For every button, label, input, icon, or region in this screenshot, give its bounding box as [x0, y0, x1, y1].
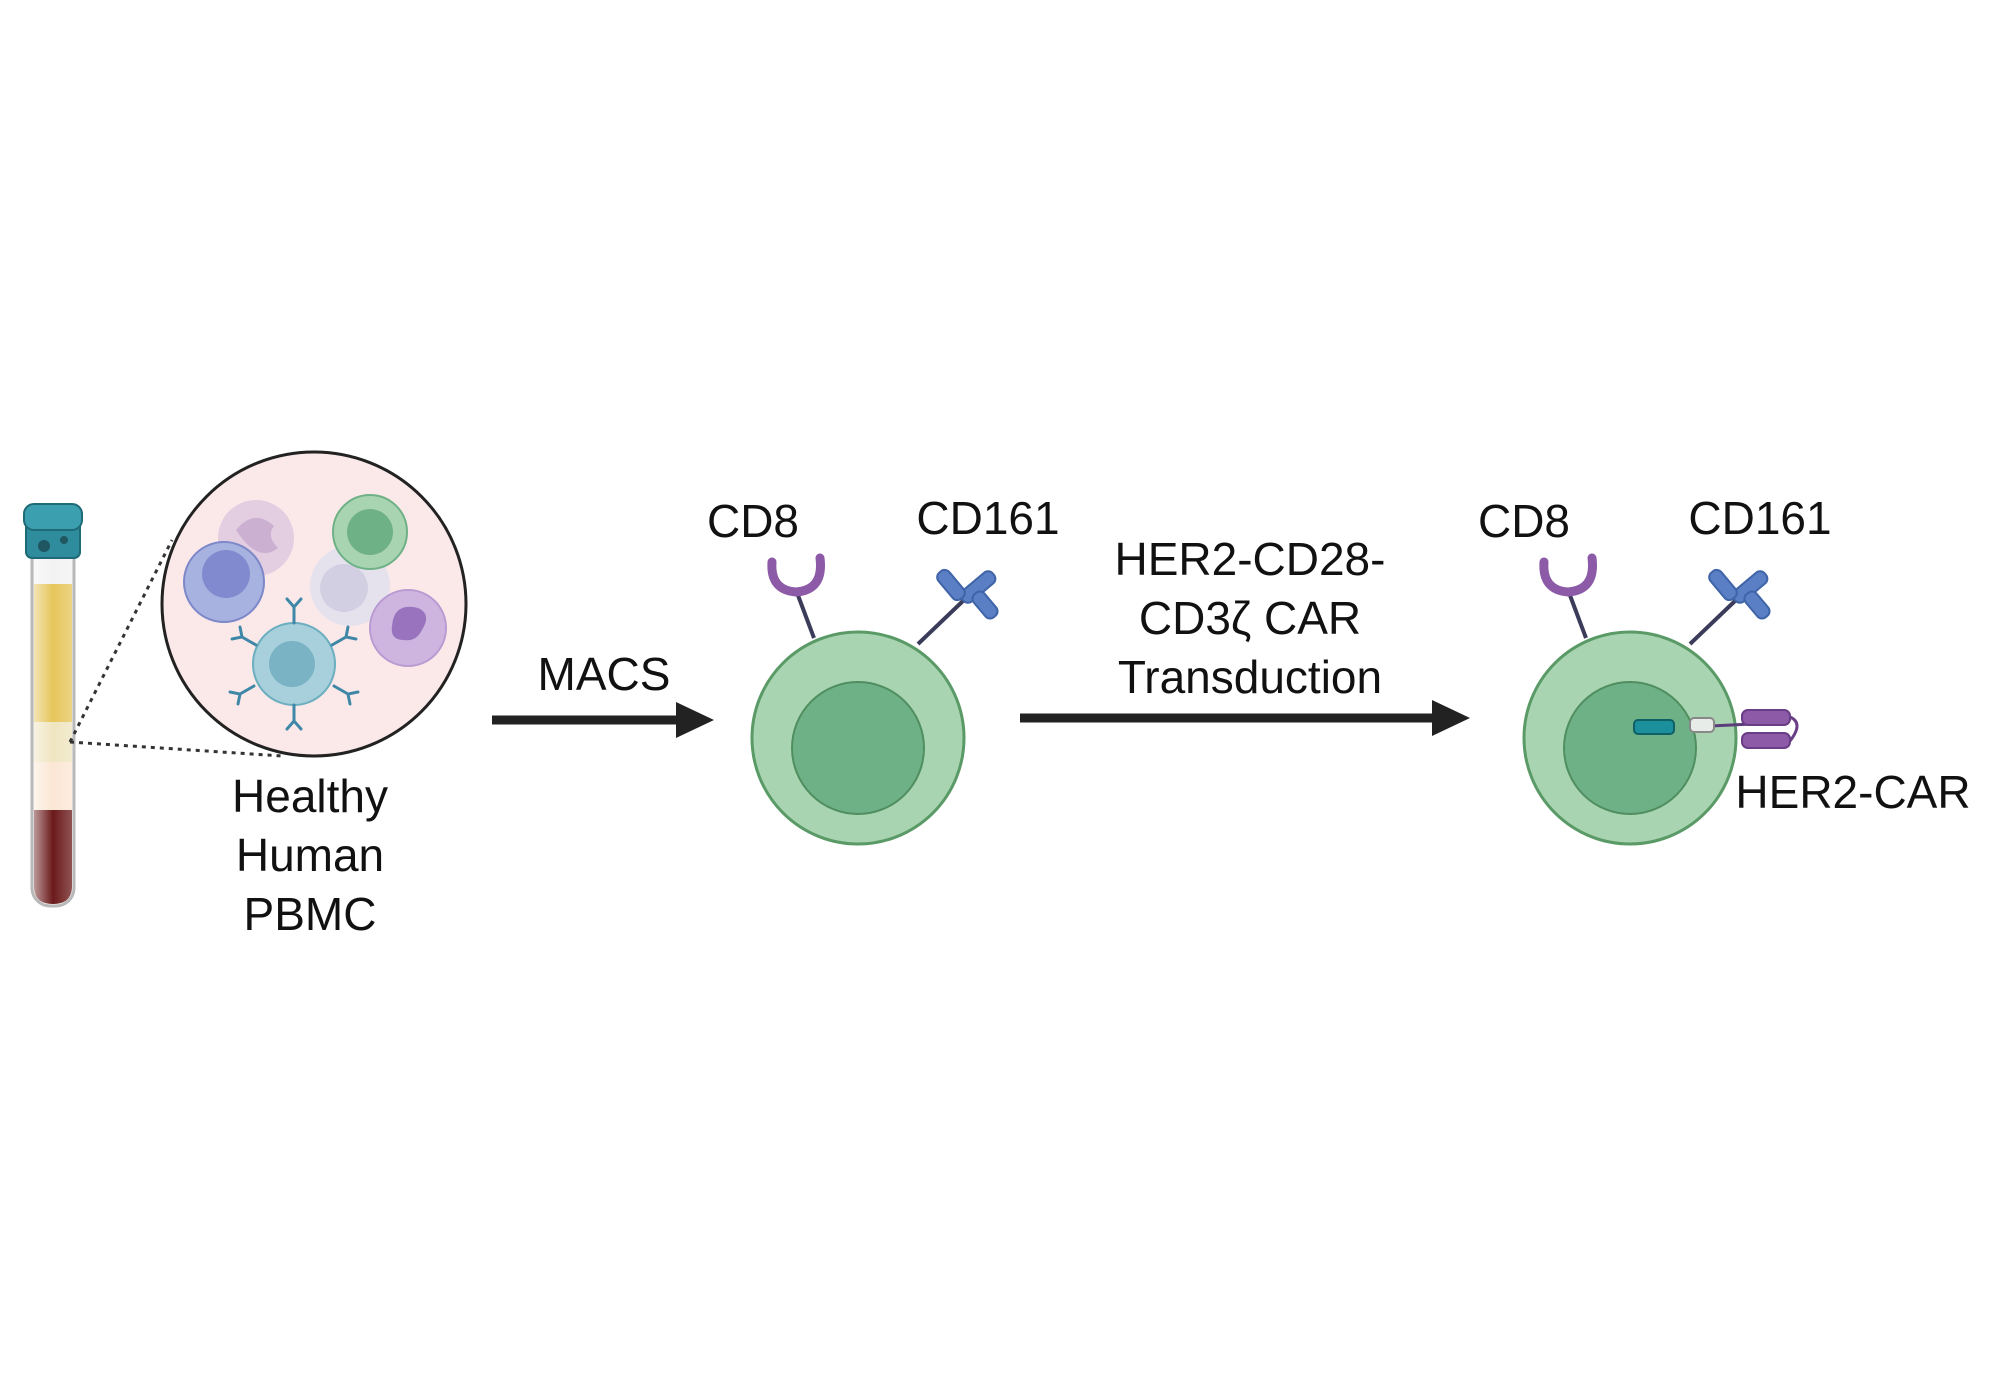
- cell-with-antibodies-icon: [228, 597, 360, 731]
- cd8-stalk: [1566, 589, 1588, 639]
- t-cell-nucleus-icon: [347, 509, 393, 555]
- cd161-stalk: [1688, 598, 1738, 646]
- zoom-guide-line: [68, 539, 174, 743]
- car-t-cell: [1522, 553, 1799, 846]
- cd8-stalk: [794, 589, 816, 639]
- b-cell-nucleus-icon: [202, 550, 250, 598]
- monocyte-nucleus-icon: [236, 517, 278, 554]
- step2-arrow: [1020, 700, 1470, 736]
- her2-car-receptor-icon: [1633, 709, 1799, 749]
- step2-label: Transduction: [1118, 651, 1382, 703]
- neutrophil-nucleus-icon: [391, 606, 427, 641]
- cell2-cd8-label: CD8: [1478, 495, 1570, 547]
- step1-label: MACS: [538, 648, 671, 700]
- tube-cap-top: [23, 503, 83, 531]
- blood-tube: [23, 503, 83, 908]
- tube-highlight: [34, 530, 72, 904]
- pbmc-label: PBMC: [244, 888, 377, 940]
- cap-spot: [38, 540, 50, 552]
- zoom-circle-border: [160, 450, 468, 758]
- car-label: HER2-CAR: [1735, 766, 1970, 818]
- step2-label: CD3ζ CAR: [1139, 592, 1361, 644]
- cd8-receptor-icon: [1539, 553, 1597, 597]
- t-cell-1: [750, 553, 999, 846]
- lymphocyte-nucleus-icon: [320, 564, 368, 612]
- cd161-stalk: [916, 598, 966, 646]
- cd161-receptor-icon: [936, 568, 999, 620]
- cell1-cd161-label: CD161: [916, 492, 1059, 544]
- step1-arrow: [492, 702, 714, 738]
- pbmc-label: Healthy: [232, 770, 388, 822]
- cd8-receptor-icon: [767, 553, 825, 597]
- pbmc-label: Human: [236, 829, 384, 881]
- cell2-cd161-label: CD161: [1688, 492, 1831, 544]
- cd161-receptor-icon: [1708, 568, 1771, 620]
- pbmc-zoom-circle: [160, 450, 468, 758]
- cap-spot: [60, 536, 68, 544]
- cell1-cd8-label: CD8: [707, 495, 799, 547]
- step2-label: HER2-CD28-: [1115, 533, 1386, 585]
- zoom-guide-line: [69, 740, 283, 758]
